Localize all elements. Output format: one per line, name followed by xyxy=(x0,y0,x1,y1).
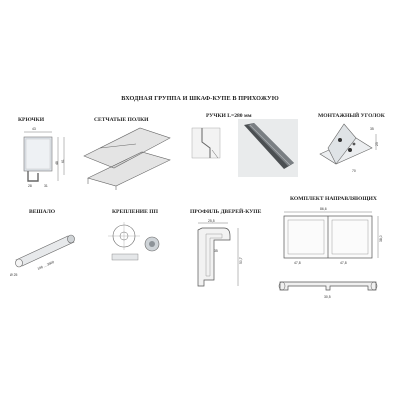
guides-dim-left: 47,8 xyxy=(294,261,301,265)
hanger-dim-diameter: Ø 25 xyxy=(10,273,17,277)
hanger-drawing: Ø 25 186 ... 3600 xyxy=(10,234,75,277)
hooks-dim-h2: 61 xyxy=(61,159,65,163)
profile-label: ПРОФИЛЬ ДВЕРЕЙ-КУПЕ xyxy=(190,209,262,215)
corner-dim-c: 70 xyxy=(352,169,356,173)
page-title: ВХОДНАЯ ГРУППА И ШКАФ-КУПЕ В ПРИХОЖУЮ xyxy=(121,95,279,102)
profile-drawing: 25,5 50,7 35 xyxy=(197,219,243,287)
guides-dim-bottom: 30,5 xyxy=(324,295,331,299)
profile-dim-top: 25,5 xyxy=(208,219,215,223)
corner-dim-b: 25 xyxy=(375,142,379,146)
hooks-dim-depth: 31 xyxy=(44,184,48,188)
mount-drawing xyxy=(108,222,160,261)
hanger-label: ВЕШАЛО xyxy=(29,209,56,215)
guides-dim-right: 47,8 xyxy=(340,261,347,265)
guides-dim-height: 38,0 xyxy=(379,235,383,242)
hooks-dim-h1: 48 xyxy=(55,161,59,165)
handles-label: РУЧКИ L=280 мм xyxy=(206,113,252,119)
corner-dim-a: 35 xyxy=(370,127,374,131)
mount-label: КРЕПЛЕНИЕ ПП xyxy=(112,209,158,215)
shelves-label: СЕТЧАТЫЕ ПОЛКИ xyxy=(94,117,149,123)
profile-dim-height: 50,7 xyxy=(239,257,243,264)
guides-dim-width: 86,6 xyxy=(320,207,327,211)
corner-drawing: 35 25 70 xyxy=(319,123,379,173)
handle-section-drawing xyxy=(191,127,221,159)
guides-label: КОМПЛЕКТ НАПРАВЛЯЮЩИХ xyxy=(290,196,377,202)
shelves-drawing xyxy=(83,127,171,190)
hooks-dim-width: 43 xyxy=(32,127,36,131)
hooks-drawing: 43 48 61 28 31 xyxy=(23,127,65,188)
corner-label: МОНТАЖНЫЙ УГОЛОК xyxy=(318,113,385,119)
profile-dim-mid: 35 xyxy=(214,249,218,253)
hanger-dim-length: 186 ... 3600 xyxy=(37,260,55,271)
hooks-dim-base: 28 xyxy=(28,184,32,188)
guides-drawing: 86,6 38,0 47,8 47,8 30,5 xyxy=(278,207,383,299)
hooks-label: КРЮЧКИ xyxy=(18,117,45,123)
handle-photo xyxy=(238,119,298,177)
